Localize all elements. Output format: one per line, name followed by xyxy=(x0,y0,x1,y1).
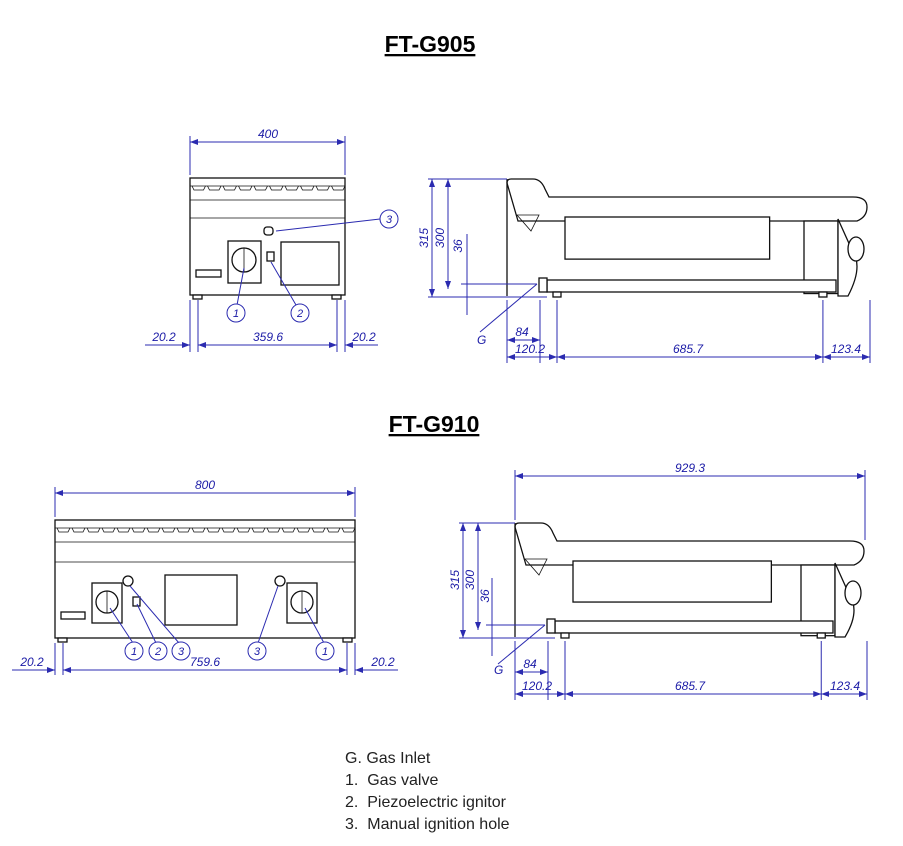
ft-g905-side-dimensions: 315 300 36 G 84 120.2 685.7 123.4 xyxy=(417,178,871,363)
legend-item-piezo-ignitor: 2. Piezoelectric ignitor xyxy=(345,794,506,811)
dim-84: 84 xyxy=(523,657,537,671)
dim-height-315: 315 xyxy=(448,570,462,590)
dim-height-36: 36 xyxy=(451,239,465,253)
dim-685-7: 685.7 xyxy=(675,679,706,693)
model-title-ft-g905: FT-G905 xyxy=(385,31,476,57)
ft-g905-side-view xyxy=(506,178,868,298)
dim-height-315: 315 xyxy=(417,228,431,248)
dim-left-offset: 20.2 xyxy=(151,330,176,344)
ft-g910-front-dimensions: 800 20.2 759.6 20.2 1 2 3 3 1 xyxy=(12,478,398,675)
callout-1: 1 xyxy=(131,646,137,658)
model-title-ft-g910: FT-G910 xyxy=(389,411,480,437)
callout-3: 3 xyxy=(254,646,261,658)
gas-inlet-label: G xyxy=(477,333,486,347)
dim-height-36: 36 xyxy=(478,589,492,603)
dim-685-7: 685.7 xyxy=(673,342,704,356)
ft-g905-front-dimensions: 400 20.2 359.6 20.2 1 2 3 xyxy=(145,127,399,352)
dim-width: 800 xyxy=(195,478,215,492)
brand-badge xyxy=(195,269,222,278)
dim-right-offset: 20.2 xyxy=(351,330,376,344)
callout-1: 1 xyxy=(233,308,239,320)
dim-84: 84 xyxy=(515,325,529,339)
dim-width: 400 xyxy=(258,127,278,141)
ft-g910-front-view xyxy=(54,519,356,643)
gas-inlet-label: G xyxy=(494,663,503,677)
ft-g910-side-view xyxy=(514,522,865,639)
front-panel-plate xyxy=(280,241,340,286)
callout-2: 2 xyxy=(296,308,303,320)
legend: G. Gas Inlet 1. Gas valve 2. Piezoelectr… xyxy=(345,748,510,836)
dim-123-4: 123.4 xyxy=(831,342,861,356)
dim-foot-span: 759.6 xyxy=(190,655,220,669)
dim-overall-depth: 929.3 xyxy=(675,461,705,475)
ft-g910-side-dimensions: 929.3 315 300 36 G 84 120.2 685.7 123.4 xyxy=(448,461,868,700)
legend-item-manual-ignition-hole: 3. Manual ignition hole xyxy=(345,816,510,833)
dim-right-offset: 20.2 xyxy=(370,655,395,669)
dim-120-2: 120.2 xyxy=(522,679,552,693)
dim-height-300: 300 xyxy=(463,570,477,590)
callout-3: 3 xyxy=(386,214,393,226)
ft-g905-front-view xyxy=(189,177,346,300)
dim-height-300: 300 xyxy=(433,228,447,248)
callout-3: 3 xyxy=(178,646,185,658)
legend-item-gas-inlet: G. Gas Inlet xyxy=(345,750,431,767)
dim-left-offset: 20.2 xyxy=(19,655,44,669)
callout-2: 2 xyxy=(154,646,161,658)
manual-ignition-hole xyxy=(263,226,274,236)
dim-123-4: 123.4 xyxy=(830,679,860,693)
piezo-ignitor xyxy=(266,251,275,262)
legend-item-gas-valve: 1. Gas valve xyxy=(345,772,439,789)
dim-foot-span: 359.6 xyxy=(253,330,283,344)
dim-120-2: 120.2 xyxy=(515,342,545,356)
callout-1: 1 xyxy=(322,646,328,658)
